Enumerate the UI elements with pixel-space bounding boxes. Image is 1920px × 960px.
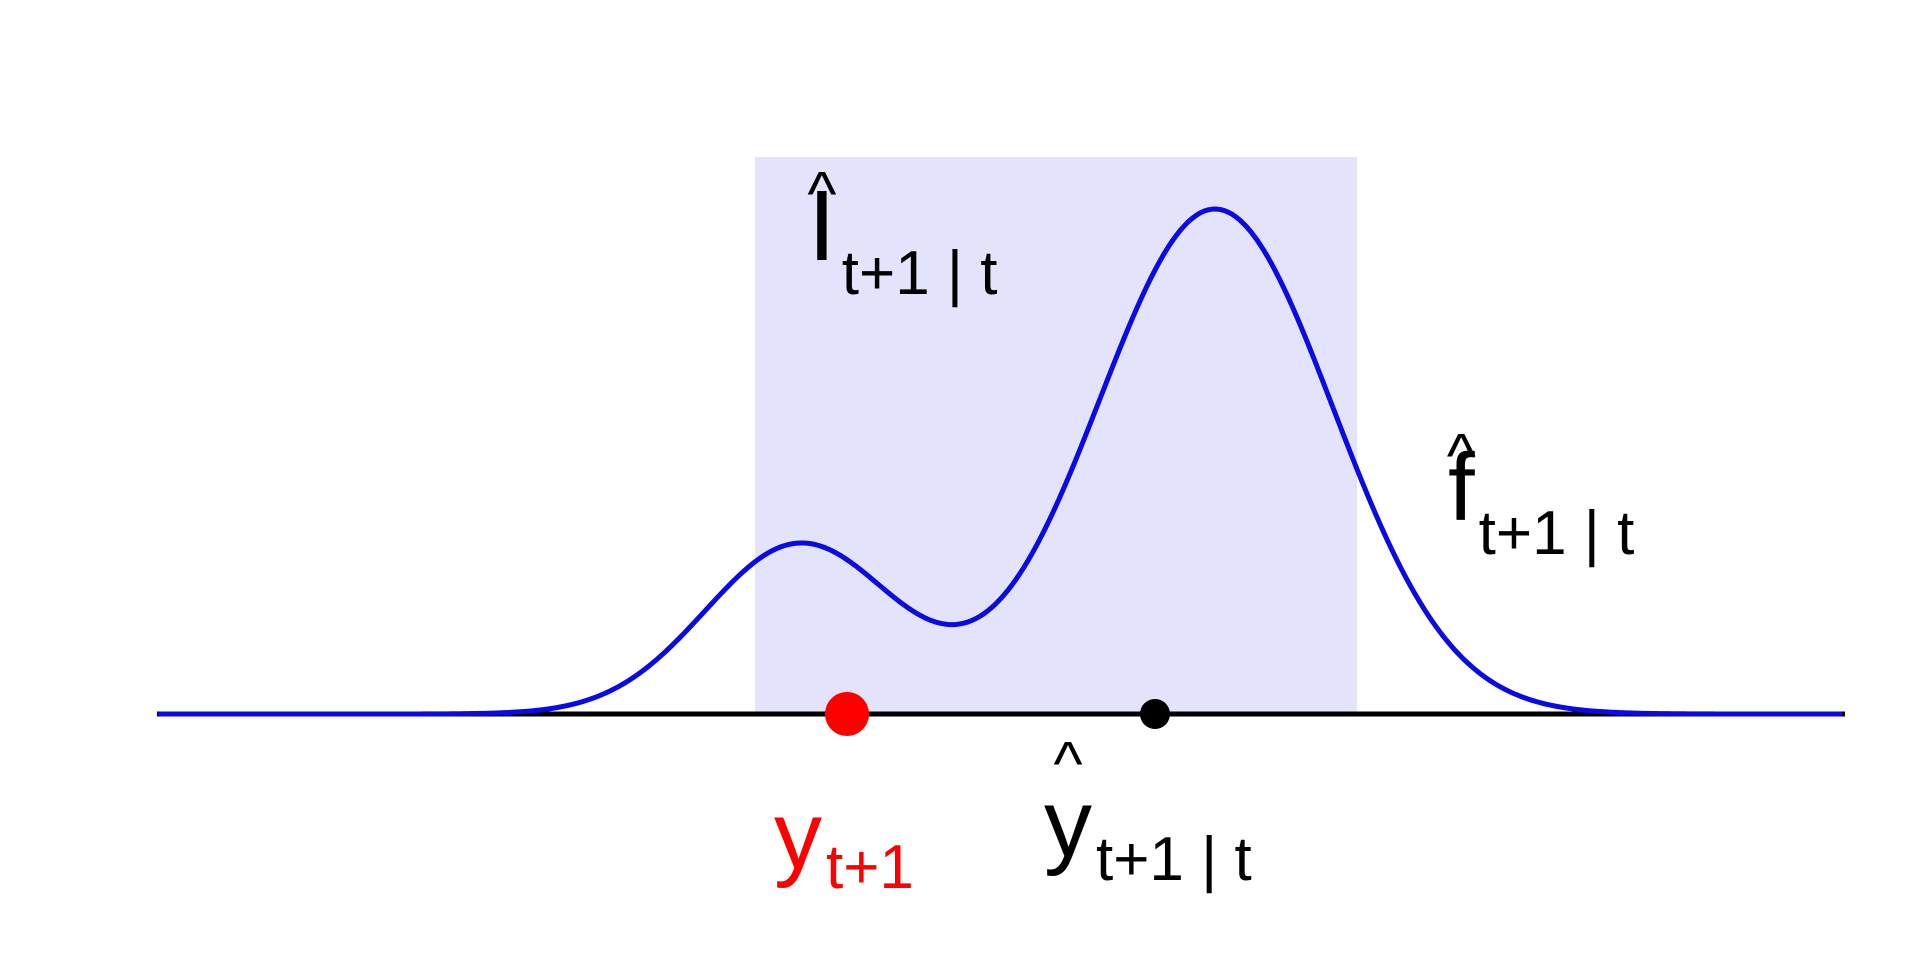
point-forecast-symbol: ^ y bbox=[1044, 734, 1092, 872]
prediction-interval-band bbox=[755, 157, 1357, 714]
observed-value-label: yt+1 bbox=[774, 782, 914, 899]
prediction-interval-label: ^ I t+1 | t bbox=[807, 164, 997, 305]
density-letter: f bbox=[1448, 434, 1475, 541]
forecast-density-label: ^ f t+1 | t bbox=[1447, 426, 1635, 565]
point-forecast-label: ^ y t+1 | t bbox=[1044, 734, 1252, 891]
prediction-interval-subscript: t+1 | t bbox=[841, 239, 998, 308]
observed-value-symbol: y bbox=[774, 782, 822, 889]
hat-accent: ^ bbox=[1053, 730, 1083, 799]
point-forecast-subscript: t+1 | t bbox=[1096, 825, 1252, 894]
forecast-letter: y bbox=[1044, 770, 1092, 877]
hat-accent: ^ bbox=[807, 160, 837, 229]
interval-letter: I bbox=[808, 170, 836, 282]
point-forecast-marker bbox=[1140, 699, 1170, 729]
forecast-density-curve bbox=[157, 206, 1843, 717]
prediction-interval-symbol: ^ I bbox=[807, 164, 836, 277]
hat-accent: ^ bbox=[1446, 422, 1476, 491]
observed-value-subscript: t+1 bbox=[826, 833, 914, 902]
forecast-density-subscript: t+1 | t bbox=[1478, 499, 1635, 568]
forecast-density-symbol: ^ f bbox=[1447, 426, 1476, 536]
observed-value-point bbox=[825, 692, 869, 736]
